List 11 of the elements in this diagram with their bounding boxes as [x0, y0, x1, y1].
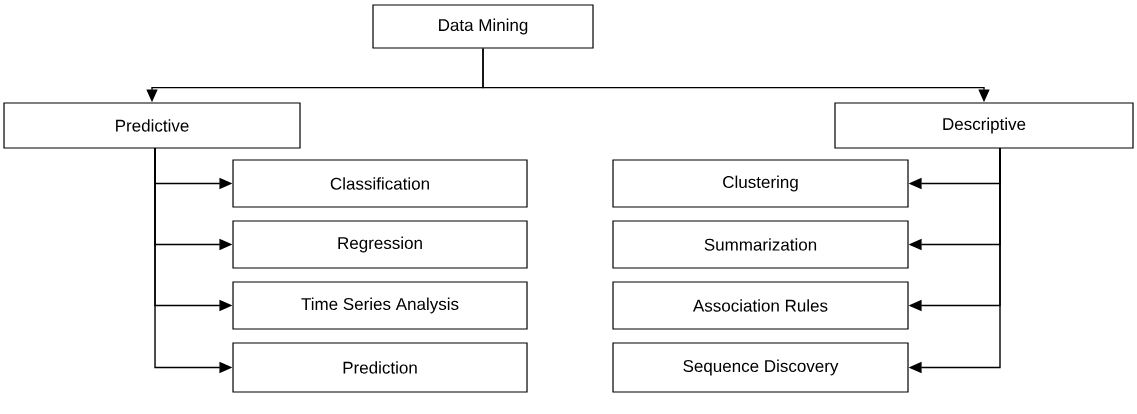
category-box: Predictive	[3, 102, 301, 149]
category-box: Classification	[232, 159, 528, 208]
category-box: Summarization	[612, 220, 909, 269]
category-box: Association Rules	[612, 281, 909, 330]
category-box: Time Series Analysis	[232, 281, 528, 330]
category-box: Data Mining	[372, 4, 594, 49]
category-box: Clustering	[612, 159, 909, 208]
category-box: Prediction	[232, 342, 528, 393]
category-box: Descriptive	[834, 102, 1134, 149]
category-box: Sequence Discovery	[612, 342, 909, 393]
category-box: Regression	[232, 220, 528, 269]
